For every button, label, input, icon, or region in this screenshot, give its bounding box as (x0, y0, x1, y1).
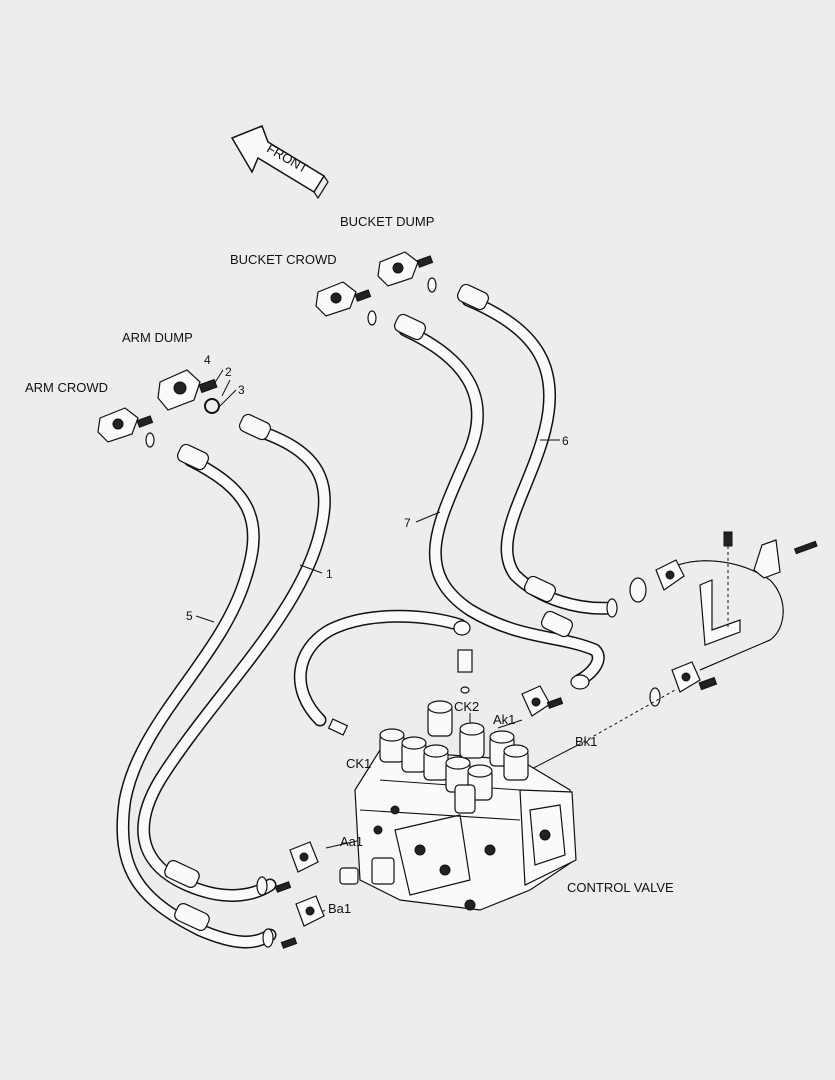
front-arrow: FRONT (230, 125, 329, 200)
callout-7: 7 (404, 516, 411, 530)
hose-5 (116, 453, 277, 949)
control-valve (339, 749, 577, 911)
pipe-assembly (629, 559, 784, 707)
flange-arm-crowd (97, 407, 155, 448)
port-ak1: Ak1 (493, 712, 515, 727)
hose-7 (398, 323, 605, 687)
leader-lines (195, 369, 676, 921)
port-ck1: CK1 (346, 756, 371, 771)
control-valve-label: CONTROL VALVE (567, 880, 674, 895)
port-bk1: Bk1 (575, 734, 597, 749)
mounting-bracket (699, 531, 818, 646)
callout-4: 4 (204, 353, 211, 367)
callout-2: 2 (225, 365, 232, 379)
spool-caps (379, 700, 529, 814)
flange-bucket-dump (377, 251, 437, 293)
valve-fittings (274, 620, 564, 949)
hose-6 (461, 293, 617, 615)
callout-3: 3 (238, 383, 245, 397)
port-ck2: CK2 (454, 699, 479, 714)
arm-dump-label: ARM DUMP (122, 330, 193, 345)
hose-1 (137, 421, 331, 902)
port-ba1: Ba1 (328, 901, 351, 916)
hose-fittings (164, 283, 618, 948)
callout-1: 1 (326, 567, 333, 581)
callout-6: 6 (562, 434, 569, 448)
arm-crowd-label: ARM CROWD (25, 380, 108, 395)
flange-bucket-crowd (315, 281, 377, 326)
bucket-crowd-label: BUCKET CROWD (230, 252, 337, 267)
callout-5: 5 (186, 609, 193, 623)
flange-arm-dump (157, 369, 220, 414)
pilot-hose (293, 609, 467, 727)
port-aa1: Aa1 (340, 834, 363, 849)
bucket-dump-label: BUCKET DUMP (340, 214, 434, 229)
